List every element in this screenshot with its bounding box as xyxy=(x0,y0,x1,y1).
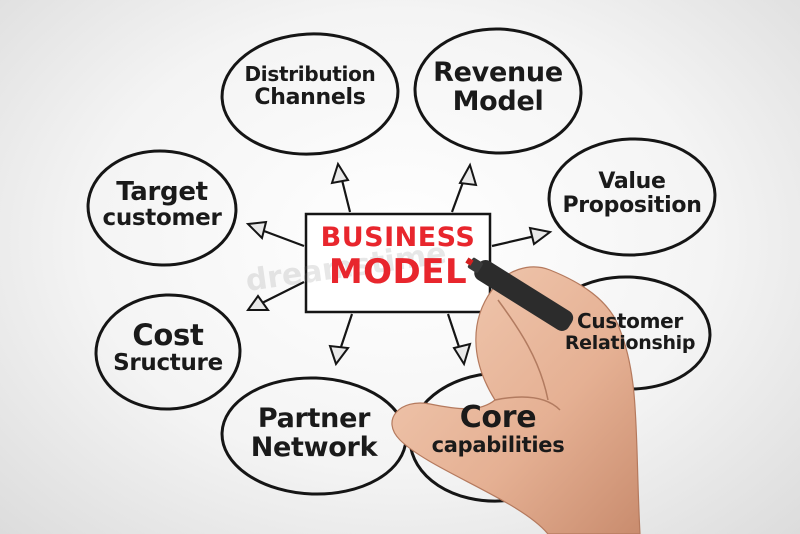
arrowhead-target xyxy=(245,220,268,240)
node-label-line1: Cost xyxy=(132,318,204,352)
node-cost-structure: Cost Sructure xyxy=(96,318,240,377)
center-box xyxy=(304,212,492,314)
node-label-line2: Channels xyxy=(254,84,366,110)
arrowhead-cost xyxy=(246,294,270,311)
center-title: BUSINESS MODEL xyxy=(306,224,490,289)
node-label-line1: Distribution xyxy=(244,62,376,86)
node-label-line1: Customer xyxy=(577,309,683,333)
node-customer-relationship: Customer Relationship xyxy=(548,309,712,354)
center-title-line2: MODEL xyxy=(328,252,468,292)
node-label-line2: Sructure xyxy=(113,350,223,377)
node-partner-network: Partner Network xyxy=(222,404,406,462)
arrowhead-revenue xyxy=(458,162,478,187)
node-distribution-channels: Distribution Channels xyxy=(222,62,398,110)
ellipse-distribution xyxy=(220,32,400,156)
arrowhead-distribution xyxy=(330,161,350,185)
hand-with-marker xyxy=(391,257,641,534)
arrowhead-value xyxy=(528,226,553,246)
ellipse-value xyxy=(547,137,717,257)
node-label-line1: Revenue xyxy=(433,57,563,88)
arrowhead-core xyxy=(452,342,472,367)
node-label-line1: Value xyxy=(598,169,666,194)
node-label-line2: Proposition xyxy=(562,192,702,218)
node-target-customer: Target customer xyxy=(88,178,236,231)
node-revenue-model: Revenue Model xyxy=(415,58,581,116)
node-label-line2: Network xyxy=(250,432,378,464)
node-label-line2: customer xyxy=(102,205,222,232)
ellipse-revenue xyxy=(413,27,583,155)
ellipse-target xyxy=(86,149,238,267)
arrowhead-partner xyxy=(328,344,350,367)
node-label-line2: Model xyxy=(452,86,544,118)
node-label-line1: Core xyxy=(459,400,537,435)
node-label-line1: Target xyxy=(116,177,208,207)
node-label-line1: Partner xyxy=(257,403,371,434)
node-label-line2: Relationship xyxy=(564,331,696,354)
ellipse-cost xyxy=(94,293,242,411)
node-core-capabilities: Core capabilities xyxy=(410,400,586,458)
node-value-proposition: Value Proposition xyxy=(549,170,715,218)
node-label-line2: capabilities xyxy=(431,433,565,458)
center-title-line1: BUSINESS xyxy=(320,222,476,253)
